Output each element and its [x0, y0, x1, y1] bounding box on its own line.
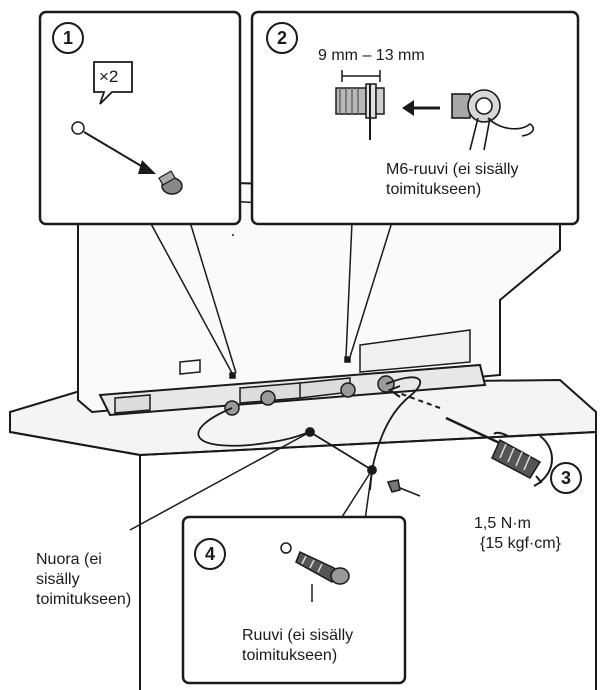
- table-screw: [386, 479, 421, 497]
- step-3-badge: 3: [550, 462, 582, 494]
- callout-leaders: [129, 221, 393, 531]
- wood-screw-label: Ruuvi (ei sisälly toimitukseen): [242, 627, 354, 664]
- mounted-bolt-icon: [335, 83, 385, 140]
- tv-back: [77, 178, 561, 417]
- washer-icon: [71, 121, 85, 135]
- step-2-badge: 2: [266, 22, 298, 54]
- torque-value: 1,5 N·m: [474, 515, 531, 532]
- dimension-label: 9 mm – 13 mm: [318, 47, 425, 64]
- panel-2-frame: [250, 10, 580, 226]
- eyebolt-icon: [451, 89, 535, 151]
- bolt-icon: [158, 170, 183, 195]
- multiplier-bubble: [93, 61, 133, 105]
- torque-alt-value: {15 kgf·cm}: [480, 535, 561, 552]
- dimension-line: [341, 70, 381, 82]
- screwdriver-approach: [387, 385, 441, 409]
- panel-4-frame: [181, 515, 407, 685]
- wood-screw-icon: [295, 550, 350, 585]
- panel-1-frame: [38, 10, 242, 226]
- step-4-badge: 4: [194, 538, 226, 570]
- insert-arrow: [402, 100, 414, 116]
- step-1-badge: 1: [52, 22, 84, 54]
- cord-label: Nuora (ei sisälly toimitukseen): [36, 551, 132, 608]
- m6-screw-label: M6-ruuvi (ei sisälly toimitukseen): [386, 161, 519, 198]
- quantity-badge-label: ×2: [99, 67, 119, 86]
- cord: [197, 376, 422, 491]
- washer-small-icon: [280, 542, 292, 554]
- screwdriver: [445, 416, 553, 487]
